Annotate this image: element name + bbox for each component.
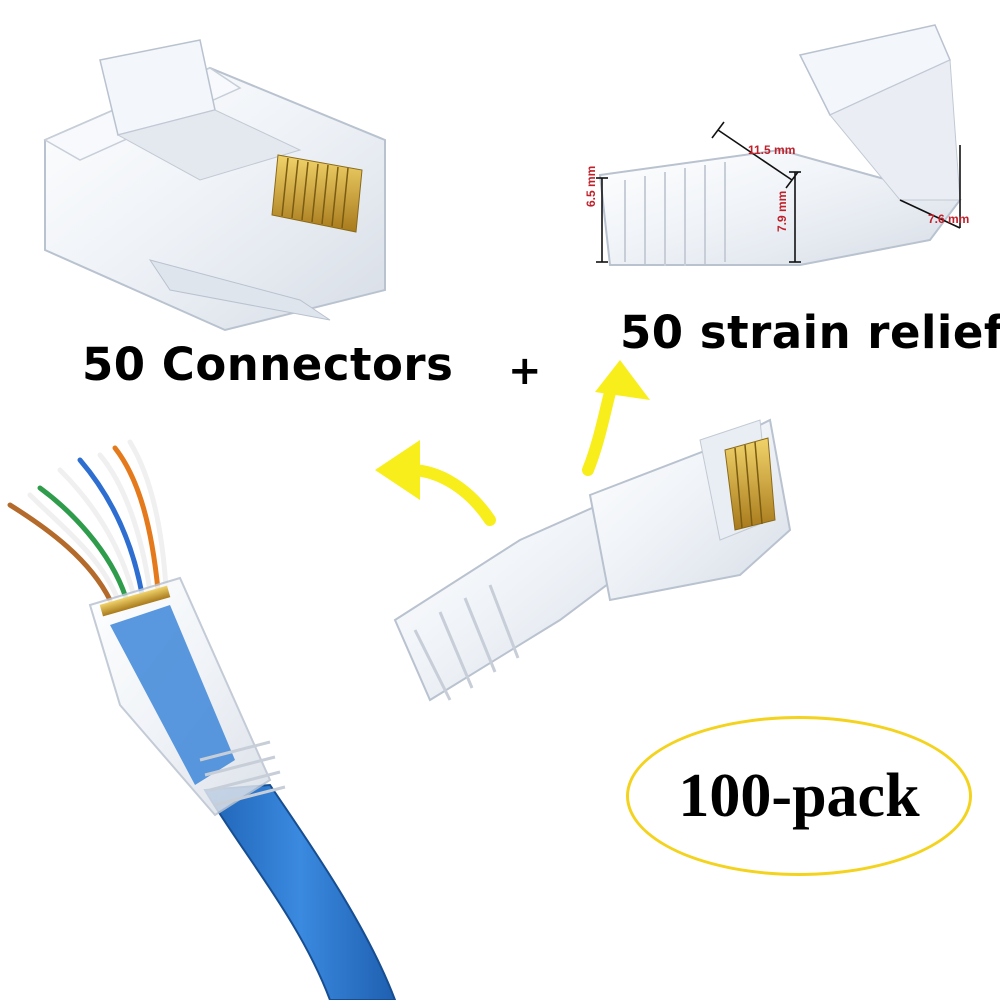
twisted-wires: [7, 439, 169, 603]
strain-relief-caption: 50 strain relief: [620, 306, 1000, 359]
arrow-to-connectors-icon: [375, 440, 496, 526]
dimension-label-pin-width: 7.6 mm: [928, 212, 970, 226]
rj45-connector-image: [43, 39, 386, 332]
dimension-lines: [596, 121, 961, 263]
connectors-caption: 50 Connectors: [82, 338, 454, 391]
dimension-label-boot-small: 6.5 mm: [584, 165, 598, 207]
gold-pins: [724, 437, 776, 531]
dimension-label-boot-large: 7.9 mm: [775, 190, 789, 232]
pack-badge-text: 100-pack: [678, 761, 920, 830]
dimension-label-top-width: 11.5 mm: [748, 143, 796, 157]
plus-sign: +: [508, 348, 542, 394]
pack-badge-outline: [626, 716, 972, 876]
connector-with-boot-image: [393, 418, 792, 702]
assembled-cable-image: [7, 439, 397, 1000]
gold-pins: [271, 154, 363, 233]
arrow-to-strain-relief-icon: [582, 360, 650, 476]
strain-relief-boot-image: [596, 24, 962, 266]
